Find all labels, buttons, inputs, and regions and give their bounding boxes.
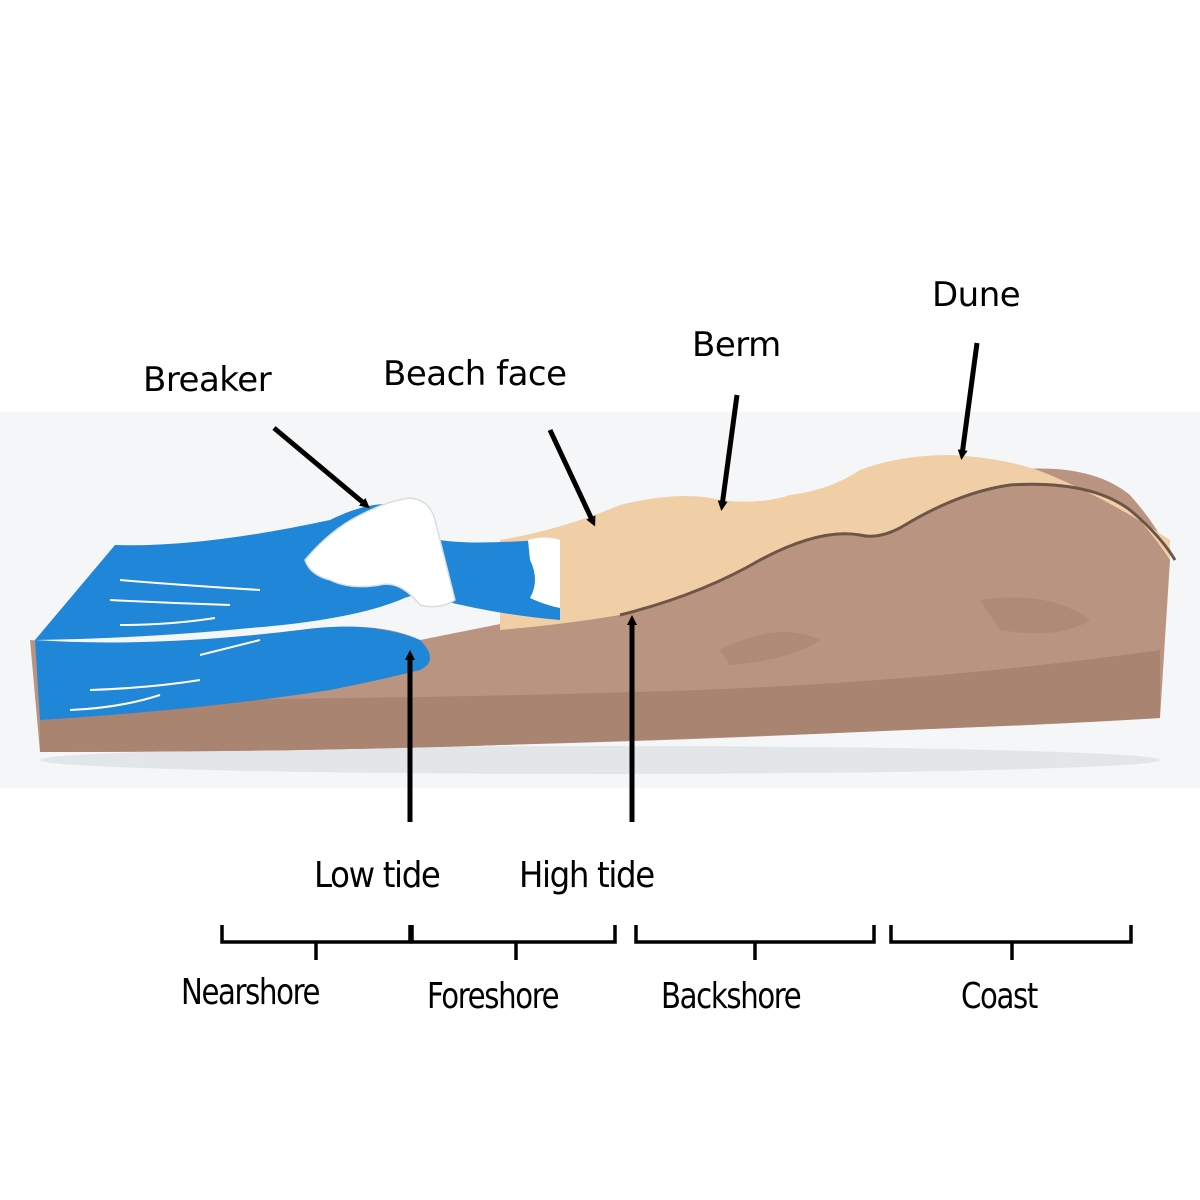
model-side-patch xyxy=(720,632,820,665)
zone-brackets xyxy=(220,925,1133,960)
label-foreshore: Foreshore xyxy=(427,976,560,1017)
label-high-tide: High tide xyxy=(519,855,655,896)
label-berm: Berm xyxy=(692,325,781,365)
shore-foam xyxy=(528,537,560,608)
model-side-patch xyxy=(980,597,1090,634)
model-side-water xyxy=(35,626,430,720)
label-low-tide: Low tide xyxy=(314,855,441,896)
label-breaker: Breaker xyxy=(143,360,272,400)
arrow-beach-face xyxy=(547,428,596,527)
model-top-water xyxy=(35,504,560,640)
bracket-backshore xyxy=(634,925,876,960)
bracket-foreshore xyxy=(410,925,617,960)
label-dune: Dune xyxy=(932,275,1021,315)
water-streaks xyxy=(69,579,261,711)
label-coast: Coast xyxy=(961,976,1038,1017)
label-beach-face: Beach face xyxy=(383,354,567,394)
breaker-wave xyxy=(304,497,456,608)
bracket-coast xyxy=(889,925,1133,960)
label-backshore: Backshore xyxy=(661,976,802,1017)
model-shadow xyxy=(40,746,1160,774)
arrow-dune xyxy=(957,342,980,460)
label-nearshore: Nearshore xyxy=(181,972,320,1013)
model-edge-line xyxy=(619,482,1177,617)
model-side-lower-band xyxy=(40,650,1160,752)
annotation-arrows xyxy=(272,342,980,822)
arrow-berm xyxy=(717,394,740,511)
arrow-breaker xyxy=(272,426,370,509)
model-top-sand xyxy=(500,455,1170,630)
bracket-nearshore xyxy=(220,925,412,960)
